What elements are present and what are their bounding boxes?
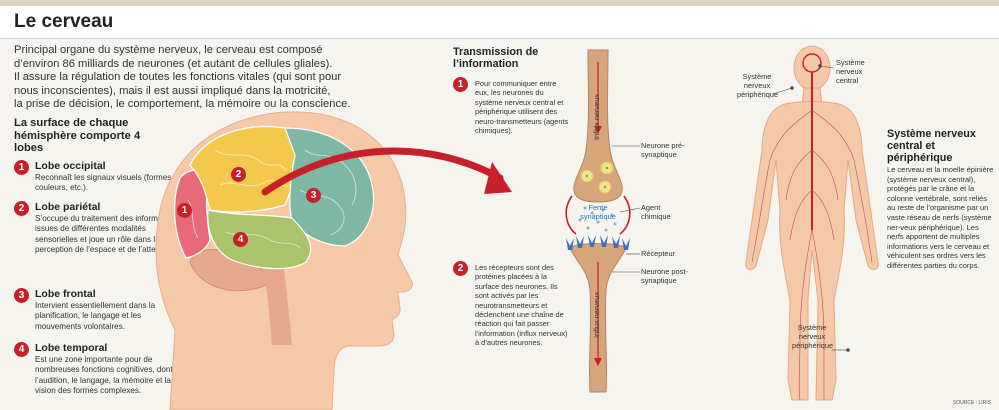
vesicles xyxy=(580,161,614,194)
lobe-title: Lobe pariétal xyxy=(35,201,101,213)
lobe-title: Lobe frontal xyxy=(35,288,96,300)
human-body xyxy=(745,45,879,401)
brain-stem xyxy=(262,266,292,345)
snc-section-title: Système nerveux central et périphérique xyxy=(887,128,976,164)
snc-label: Système nerveux central xyxy=(836,58,865,85)
intro-line: Principal organe du système nerveux, le … xyxy=(14,44,323,56)
recepteur-label: Récepteur xyxy=(641,249,676,258)
leader-lines xyxy=(612,145,641,273)
step-description: Les récepteurs sont des protéines placée… xyxy=(475,263,568,348)
arrow-head xyxy=(484,162,512,194)
influx-label-bottom: Influx nerveux xyxy=(592,291,601,338)
snc-section-description: Le cerveau et la moelle épinière (systèm… xyxy=(887,165,994,270)
receptors xyxy=(566,235,630,250)
lobe-description: Intervient essentiellement dans la plani… xyxy=(35,301,156,331)
presynaptic-label: Neurone pré-synaptique xyxy=(641,141,685,159)
intro-line: Il assure la régulation de toutes les fo… xyxy=(14,71,342,84)
transmission-arrow xyxy=(261,147,504,196)
number-badge: 1 xyxy=(453,77,468,92)
intro-line: la prise de décision, le comportement, l… xyxy=(14,98,351,111)
fente-label: Fente synaptique xyxy=(580,203,616,221)
lobe-title: Lobe temporal xyxy=(35,342,108,354)
snp-label-top: Système nerveux périphérique xyxy=(737,72,779,99)
lobe-description: Reconnaît les signaux visuels (formes, c… xyxy=(35,173,174,193)
brain-outline xyxy=(802,53,822,73)
number-badge: 3 xyxy=(14,288,29,303)
source-credit: SOURCE : LIRIS xyxy=(952,400,991,406)
brain-marker-2: 2 xyxy=(231,167,246,182)
agent-label: Agent chimique xyxy=(641,203,671,221)
brain-marker-1: 1 xyxy=(177,203,192,218)
body-leader-lines xyxy=(772,64,850,352)
intro-text: Principal organe du système nerveux, le … xyxy=(14,44,379,112)
number-badge: 2 xyxy=(14,201,29,216)
top-accent-bar xyxy=(0,0,999,6)
intro-line: d’environ 86 milliards de neurones (et a… xyxy=(14,57,333,70)
spinal-cord-and-nerves xyxy=(751,72,873,401)
page-title: Le cerveau xyxy=(14,11,114,32)
number-badge: 4 xyxy=(14,342,29,357)
number-badge: 1 xyxy=(14,160,29,175)
brain-marker-4: 4 xyxy=(233,232,248,247)
snp-label-bottom: Système nerveux périphérique xyxy=(792,323,834,350)
number-badge: 2 xyxy=(453,261,468,276)
neurotransmitters xyxy=(578,206,617,232)
brain-marker-3: 3 xyxy=(306,188,321,203)
transmission-title: Transmission de l’information xyxy=(453,46,539,70)
temporal-lobe xyxy=(207,209,312,270)
step-description: Pour communiquer entre eux, les neurones… xyxy=(475,79,569,136)
lobe-description: S’occupe du traitement des informations … xyxy=(35,214,180,254)
postsynaptic-label: Neurone post-synaptique xyxy=(641,267,688,285)
lobe-title: Lobe occipital xyxy=(35,160,106,172)
influx-label-top: Influx nerveux xyxy=(592,93,601,140)
lobes-heading: La surface de chaque hémisphère comporte… xyxy=(14,117,141,154)
header-bar: Le cerveau xyxy=(0,6,999,39)
intro-line: nous inconscientes), mais il est aussi i… xyxy=(14,84,331,97)
lobe-description: Est une zone importante pour de nombreus… xyxy=(35,355,173,395)
